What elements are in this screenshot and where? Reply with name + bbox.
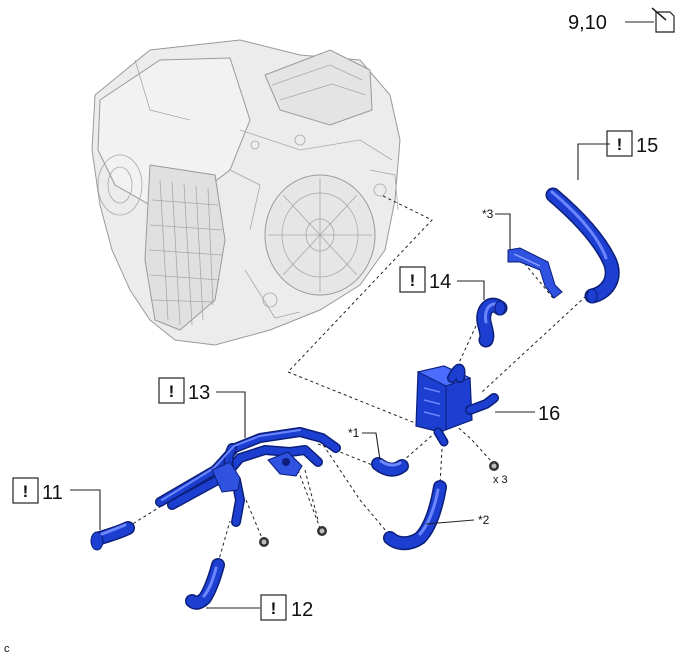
note-1-label: *1 (348, 426, 360, 440)
note-2: *2 (425, 513, 490, 527)
pipe-assembly-13[interactable] (155, 427, 341, 527)
callout-14-label: 14 (429, 271, 451, 293)
bolt-right[interactable] (489, 461, 499, 471)
warning-box-11 (12, 477, 39, 504)
hose-12[interactable] (185, 558, 225, 610)
bolt-center[interactable] (317, 526, 327, 536)
gasket-icon (651, 7, 675, 33)
warning-icon: ! (23, 482, 29, 501)
callout-14: ! 14 (399, 266, 485, 300)
callout-16: 16 (495, 403, 560, 425)
callout-9-10-label: 9,10 (568, 12, 607, 34)
note-2-label: *2 (478, 513, 490, 527)
note-3-label: *3 (482, 207, 494, 221)
warning-icon: ! (271, 599, 277, 618)
hose-11[interactable] (90, 521, 135, 551)
callout-13-label: 13 (188, 382, 210, 404)
corner-mark: c (4, 643, 10, 655)
callout-13: ! 13 (158, 377, 246, 438)
warning-box-14 (399, 266, 426, 293)
hose-2[interactable] (383, 480, 447, 551)
warning-box-12 (260, 594, 287, 621)
bracket-3[interactable] (507, 247, 563, 299)
callout-11: ! 11 (12, 477, 101, 530)
oil-cooler-16[interactable] (415, 363, 499, 447)
transaxle-assembly (91, 39, 401, 346)
callout-11-label: 11 (42, 482, 63, 504)
warning-box-15 (606, 130, 633, 157)
warning-box-13 (158, 377, 185, 404)
warning-icon: ! (410, 271, 416, 290)
hose-15[interactable] (545, 187, 620, 304)
note-1: *1 (348, 426, 381, 461)
note-3: *3 (482, 207, 511, 250)
callout-12: ! 12 (206, 594, 313, 621)
quantity-label: x 3 (493, 474, 508, 486)
callout-16-label: 16 (538, 403, 560, 425)
warning-icon: ! (169, 382, 175, 401)
callout-12-label: 12 (291, 599, 313, 621)
hose-14[interactable] (476, 297, 508, 348)
bolt-left[interactable] (259, 537, 269, 547)
hose-1[interactable] (371, 457, 409, 477)
callout-15: ! 15 (577, 130, 658, 180)
callout-9-10: 9,10 (568, 7, 675, 34)
warning-icon: ! (617, 135, 623, 154)
callout-15-label: 15 (636, 135, 658, 157)
